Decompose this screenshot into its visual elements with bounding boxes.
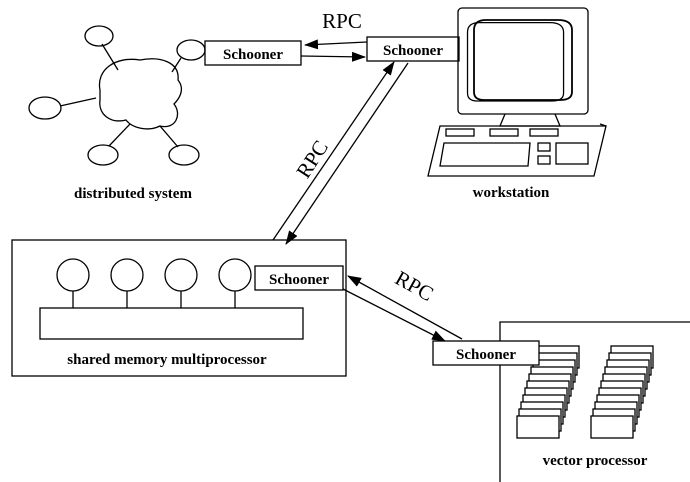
distributed-system-node [28, 25, 206, 166]
processor-array [56, 258, 252, 308]
network-node-circle [176, 39, 206, 61]
vector-unit-stacks [516, 345, 654, 439]
shared-memory-frame [11, 239, 347, 377]
caption-workstation: workstation [473, 185, 550, 201]
rpc-arrow-to-workstation [272, 61, 395, 241]
vector-processor-frame [499, 321, 690, 482]
workstation-computer [427, 7, 607, 177]
arrow-to-vector [342, 288, 446, 342]
network-cloud [98, 58, 182, 130]
network-node-circle [168, 144, 200, 166]
network-node-circle [28, 96, 62, 120]
schooner-label: Schooner [269, 272, 329, 288]
schooner-box-shared-memory [254, 265, 344, 291]
schooner-box-workstation [366, 36, 460, 62]
shared-memory-bank [39, 307, 304, 340]
rpc-arrow-to-distributed [304, 39, 368, 50]
schooner-box-vector [432, 340, 540, 366]
schooner-box-distributed [204, 40, 302, 66]
schooner-label: Schooner [456, 347, 516, 363]
rpc-label: RPC [291, 136, 333, 182]
rpc-label: RPC [322, 9, 362, 33]
schooner-label: Schooner [383, 43, 443, 59]
rpc-arrow-to-shared-memory [347, 275, 463, 340]
schooner-label: Schooner [223, 47, 283, 63]
rpc-label: RPC [391, 266, 437, 306]
caption-shared-memory: shared memory multiprocessor [67, 352, 267, 368]
network-node-circle [84, 25, 114, 47]
caption-distributed-system: distributed system [74, 186, 192, 202]
keyboard [427, 125, 607, 177]
arrow-to-shared-memory [285, 62, 409, 245]
caption-vector-processor: vector processor [543, 453, 648, 469]
network-node-circle [87, 144, 119, 166]
arrow-to-workstation [300, 51, 366, 62]
